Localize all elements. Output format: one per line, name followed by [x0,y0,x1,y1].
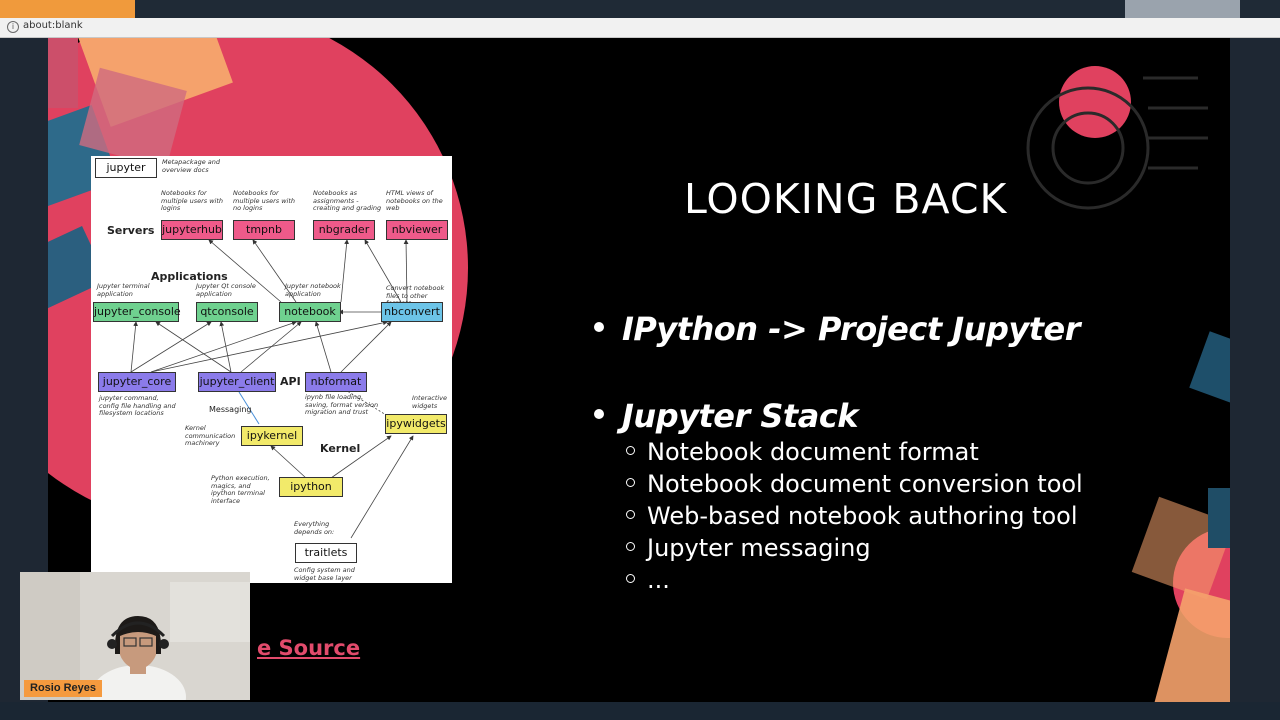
bullet-ipython: IPython -> Project Jupyter [594,310,1080,348]
hollow-bullet-icon [626,445,635,455]
node-nbconvert: nbconvert [381,302,443,322]
node-traitlets: traitlets [295,543,357,563]
slide-title: LOOKING BACK [684,175,1008,223]
caption-traitlets-top: Everything depends on: [294,520,335,536]
hollow-bullet-icon [626,573,635,583]
node-nbviewer: nbviewer [386,220,448,240]
node-ipython: ipython [279,477,343,497]
caption-jupyter-core: jupyter command, config file handling an… [99,394,176,417]
section-applications: Applications [151,270,228,283]
sub-bullet-5: ... [626,566,670,594]
url-text[interactable]: about:blank [23,20,83,31]
bullet-dot-icon [594,322,604,332]
source-link[interactable]: e Source [257,636,361,660]
sub-bullet-3-text: Web-based notebook authoring tool [647,502,1078,530]
bullet-dot-icon [594,409,604,419]
node-ipywidgets: ipywidgets [385,414,447,434]
sub-bullet-2-text: Notebook document conversion tool [647,470,1083,498]
caption-nbformat: ipynb file loading, saving, format versi… [305,393,379,416]
caption-ipython: Python execution, magics, and ipython te… [211,474,270,505]
info-icon[interactable]: i [7,21,19,33]
node-jupyter-client: jupyter_client [198,372,276,392]
sub-bullet-4: Jupyter messaging [626,534,871,562]
node-ipykernel: ipykernel [241,426,303,446]
webcam-overlay [20,572,250,700]
caption-ipykernel: Kernel communication machinery [185,424,236,447]
caption-tmpnb: Notebooks for multiple users with no log… [233,189,296,212]
node-notebook: notebook [279,302,341,322]
bullet-jupyter-stack: Jupyter Stack [594,397,859,435]
gray-strip-block [1125,0,1240,18]
hollow-bullet-icon [626,541,635,551]
bullet-jupyter-stack-text: Jupyter Stack [622,397,859,435]
caption-ipywidgets: Interactive widgets [412,394,448,410]
presenter-video [20,572,250,700]
node-nbformat: nbformat [305,372,367,392]
caption-jupyter: Metapackage and overview docs [162,158,220,174]
caption-traitlets-bottom: Config system and widget base layer [294,566,355,582]
sub-bullet-1: Notebook document format [626,438,979,466]
top-window-strip [0,0,1280,18]
address-bar[interactable]: i about:blank [0,18,1280,38]
sub-bullet-2: Notebook document conversion tool [626,470,1083,498]
hollow-bullet-icon [626,509,635,519]
node-qtconsole: qtconsole [196,302,258,322]
bottom-window-strip [0,702,1280,720]
node-jupyter: jupyter [95,158,157,178]
node-jupyter-core: jupyter_core [98,372,176,392]
caption-jupyterhub: Notebooks for multiple users with logins [161,189,224,212]
node-jupyterhub: jupyterhub [161,220,223,240]
bullet-ipython-text: IPython -> Project Jupyter [622,310,1080,348]
caption-nbviewer: HTML views of notebooks on the web [386,189,443,212]
diagram-arrows [130,239,414,539]
section-servers: Servers [107,224,155,237]
node-jupyter-console: jupyter_console [93,302,181,322]
sub-bullet-1-text: Notebook document format [647,438,979,466]
sub-bullet-3: Web-based notebook authoring tool [626,502,1078,530]
sub-bullet-4-text: Jupyter messaging [647,534,871,562]
caption-notebook: Jupyter notebook application [285,282,341,298]
caption-jupyter-console: Jupyter terminal application [97,282,150,298]
hollow-bullet-icon [626,477,635,487]
jupyter-architecture-diagram: jupyter Metapackage and overview docs No… [91,156,452,583]
node-nbgrader: nbgrader [313,220,375,240]
presenter-name-tag: Rosio Reyes [24,680,103,697]
caption-nbgrader: Notebooks as assignments - creating and … [313,189,382,212]
section-api: API [280,375,301,388]
label-messaging: Messaging [209,405,252,414]
section-kernel: Kernel [320,442,361,455]
node-tmpnb: tmpnb [233,220,295,240]
caption-qtconsole: Jupyter Qt console application [196,282,256,298]
sub-bullet-5-text: ... [647,566,670,594]
orange-strip-block [0,0,135,18]
